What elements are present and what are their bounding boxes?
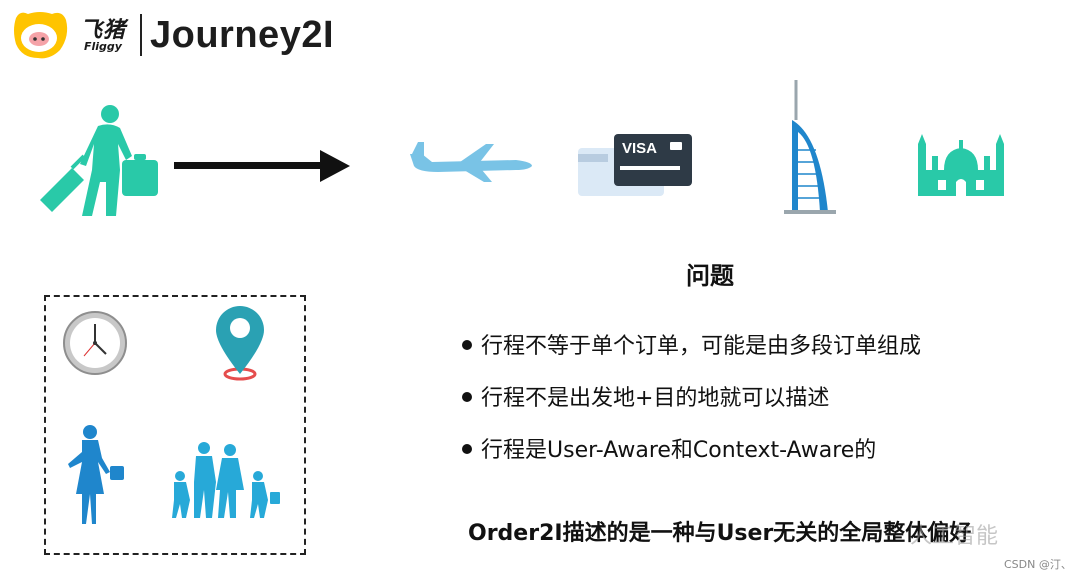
clock-icon (63, 311, 127, 375)
problem-bullet: 行程是User-Aware和Context-Aware的 (462, 432, 876, 464)
arrow-icon (174, 150, 350, 182)
bullet-dot-icon (462, 444, 472, 454)
traveler-icon (40, 105, 158, 216)
conclusion-text: Order2I描述的是一种与User无关的全局整体偏好 (468, 521, 972, 546)
family-icon (172, 442, 280, 518)
fliggy-logo-icon (14, 12, 68, 59)
header-divider (140, 14, 142, 56)
problem-bullet: 行程不等于单个订单，可能是由多段订单组成 (462, 328, 921, 360)
page-title: Journey2I (150, 14, 335, 56)
bullet-dot-icon (462, 392, 472, 402)
woman-shopping-icon (68, 425, 124, 524)
burj-al-arab-icon (784, 80, 836, 214)
bullet-text: 行程不等于单个订单，可能是由多段订单组成 (481, 334, 922, 359)
footer-credit: CSDN @汀、 (1004, 558, 1072, 571)
bullet-text: 行程不是出发地+目的地就可以描述 (481, 386, 830, 411)
brand-name-en: Fliggy (84, 40, 122, 53)
watermark-text: 人工智能 (910, 524, 999, 549)
bullet-text: 行程是User-Aware和Context-Aware的 (481, 438, 877, 463)
visa-card-label: VISA (622, 140, 657, 157)
mosque-icon (918, 134, 1004, 196)
location-pin-icon (216, 306, 264, 381)
context-box (44, 295, 306, 555)
problem-title: 问题 (686, 262, 734, 290)
brand-name-cn: 飞猪 (80, 18, 127, 43)
visa-card-icon: VISA (578, 134, 692, 196)
airplane-icon (410, 142, 532, 182)
bullet-dot-icon (462, 340, 472, 350)
problem-bullet: 行程不是出发地+目的地就可以描述 (462, 380, 829, 412)
